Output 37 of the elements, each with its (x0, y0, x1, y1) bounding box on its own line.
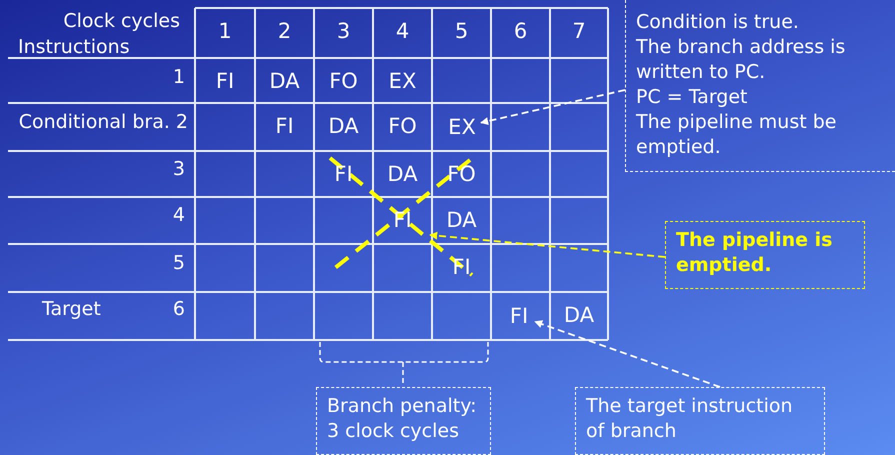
instruction-label: Target (42, 298, 101, 320)
leader-arrow (429, 232, 666, 258)
stage-label: FI (216, 69, 234, 93)
cycle-number: 3 (336, 19, 350, 43)
stage-label: FO (447, 162, 476, 186)
cycle-number: 1 (218, 19, 232, 43)
leader-arrow (480, 89, 626, 125)
stage-label: DA (269, 69, 300, 93)
stage-label: FO (329, 69, 358, 93)
cycle-number: 7 (572, 19, 586, 43)
stage-label: FO (388, 114, 417, 138)
stage-label: EX (388, 69, 416, 93)
stage-label: EX (443, 114, 481, 140)
stage-label: FI (334, 162, 353, 186)
instruction-number: 3 (172, 158, 185, 180)
cycle-number: 6 (514, 19, 528, 43)
stage-label: DA (328, 114, 359, 138)
instruction-number: 1 (172, 66, 185, 88)
callout-box: Branch penalty: 3 clock cycles (316, 387, 491, 455)
cycle-number: 2 (278, 19, 292, 43)
cycle-number: 5 (454, 19, 468, 43)
stage-label: FI (503, 303, 535, 329)
instruction-label: Conditional bra. 2 (18, 111, 188, 133)
stage-label: DA (387, 162, 418, 186)
instruction-number: 5 (172, 252, 185, 274)
instruction-number: 6 (172, 298, 185, 320)
header-label: Instructions (18, 36, 130, 58)
instruction-number: 4 (172, 204, 185, 226)
stage-label: FI (275, 114, 294, 138)
stage-label: DA (564, 303, 594, 327)
header-label: Clock cycles (63, 10, 180, 32)
stage-label: DA (446, 208, 477, 232)
leader-arrow (534, 320, 720, 388)
callout-box: Condition is true. The branch address is written to PC. PC = Target The pipeline must be emptied. (625, 0, 895, 172)
cycle-number: 4 (396, 19, 410, 43)
callout-box: The target instruction of branch (575, 387, 825, 455)
highlight-callout-box: The pipeline is emptied. (665, 221, 865, 289)
